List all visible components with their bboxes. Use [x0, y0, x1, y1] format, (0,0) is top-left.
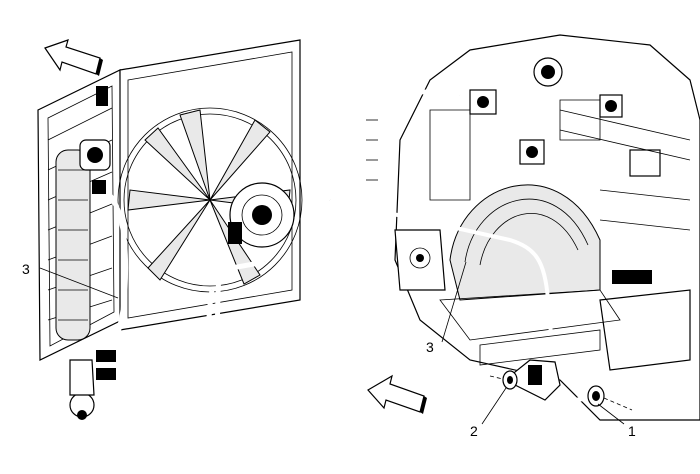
- leader-line-right-3: [441, 261, 467, 343]
- cooler-pipe-right: [329, 198, 601, 402]
- callout-right-3: 3: [426, 339, 434, 355]
- leader-line-right-2: [481, 387, 507, 425]
- leader-line-left-3: [39, 267, 119, 299]
- leader-line-right-1: [597, 403, 625, 425]
- direction-arrow-icon: [367, 374, 427, 414]
- cooler-line-left: [92, 180, 266, 391]
- callout-left-3: 3: [22, 261, 30, 277]
- transmission-housing: [394, 34, 700, 421]
- callout-right-1: 1: [628, 423, 636, 439]
- fitting-seal-2: [489, 370, 518, 390]
- cooling-fan: [117, 39, 303, 331]
- fitting-seal-1: [587, 385, 633, 411]
- radiator: [37, 69, 123, 420]
- right-view: 3 2 1: [329, 34, 700, 439]
- left-view: 3: [22, 39, 303, 420]
- direction-arrow-icon: [44, 39, 103, 76]
- callout-right-2: 2: [470, 423, 478, 439]
- vent-hose: [366, 81, 461, 200]
